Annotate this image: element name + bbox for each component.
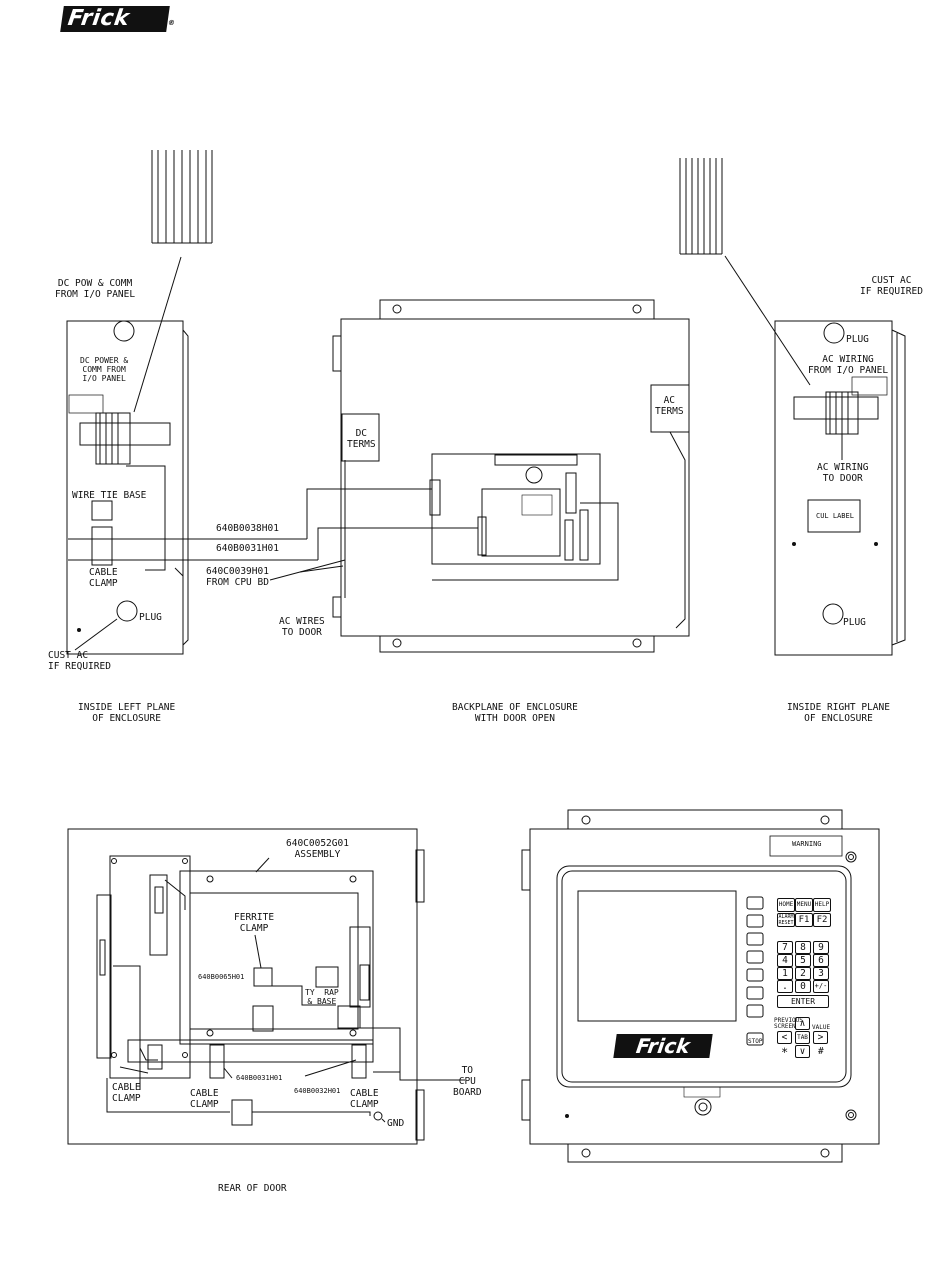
hash-key[interactable]: # [818,1046,824,1057]
lcd-screen [577,890,737,1022]
ac-wires-label: AC WIRES TO DOOR [279,616,325,638]
f1-key[interactable]: F1 [795,913,813,927]
dc-power-inner-label: DC POWER & COMM FROM I/O PANEL [80,356,129,383]
cable-clamp-label-1: CABLE CLAMP [112,1082,141,1104]
part-640b0038h01: 640B0038H01 [216,523,279,534]
wire-tie-base-label: WIRE TIE BASE [72,490,147,501]
right-plane-panel [774,320,893,656]
left-arrow-key[interactable]: < [777,1031,792,1044]
rear-door-panel [67,828,418,1145]
key-9[interactable]: 9 [813,941,829,954]
ac-wiring-to-label: AC WIRING TO DOOR [817,462,869,484]
warning-label-text: WARNING [792,840,822,848]
part-640b0031h01: 640B0031H01 [216,543,279,554]
key-4[interactable]: 4 [777,954,793,967]
home-key[interactable]: HOME [777,898,795,912]
cust-ac-label-left: CUST AC IF REQUIRED [48,650,111,672]
frick-logo-front: Frick [613,1034,713,1058]
caption-backplane: BACKPLANE OF ENCLOSURE WITH DOOR OPEN [452,702,578,724]
right-arrow-key[interactable]: > [813,1031,828,1044]
plug-label-left: PLUG [139,612,162,623]
to-cpu-board-label: TO CPU BOARD [453,1065,482,1098]
gnd-label: GND [387,1118,405,1129]
caption-right-plane: INSIDE RIGHT PLANE OF ENCLOSURE [787,702,890,724]
menu-key[interactable]: MENU [795,898,813,912]
display-assembly [179,870,374,1045]
ac-wiring-from-label: AC WIRING FROM I/O PANEL [808,354,889,376]
key-decimal[interactable]: . [777,980,793,993]
cul-label-text: CUL LABEL [816,512,854,520]
ferrite-clamp-label: FERRITE CLAMP [234,912,275,934]
dc-wire-bundle [151,150,213,244]
plug-hole-right-top [823,322,845,344]
plug-label-right-top: PLUG [846,334,869,345]
key-3[interactable]: 3 [813,967,829,980]
dc-pow-comm-label: DC POW & COMM FROM I/O PANEL [55,278,136,300]
key-1[interactable]: 1 [777,967,793,980]
key-plus-minus[interactable]: +/- [813,980,829,993]
ac-terms-label: AC TERMS [655,395,684,417]
alarm-reset-key[interactable]: ALARM RESET [777,913,795,927]
key-2[interactable]: 2 [795,967,811,980]
part-640b0031h01-door: 640B0031H01 [236,1074,283,1082]
key-5[interactable]: 5 [795,954,811,967]
plug-hole-left [116,600,138,622]
previous-screen-label: PREVIOUS SCREEN [774,1017,803,1030]
cable-clamp-label-2: CABLE CLAMP [190,1088,219,1110]
help-key[interactable]: HELP [813,898,831,912]
cul-label-box [807,499,861,533]
ac-wire-bundle [679,158,723,255]
cpu-board [431,453,601,565]
star-key[interactable]: ∗ [781,1043,789,1057]
dc-terms-block [341,413,380,462]
plug-hole-right-bottom [822,603,844,625]
warning-label [769,835,843,857]
part-640c0039h01: 640C0039H01 FROM CPU BD [206,566,269,588]
key-7[interactable]: 7 [777,941,793,954]
part-640b0065h01: 640B0065H01 [198,973,245,981]
dc-terms-label: DC TERMS [347,428,376,450]
plug-label-right-bottom: PLUG [843,617,866,628]
part-640b0032h01: 640B0032H01 [294,1087,341,1095]
enter-key[interactable]: ENTER [777,995,829,1008]
caption-rear-of-door: REAR OF DOOR [218,1183,287,1194]
cable-clamp-label-3: CABLE CLAMP [350,1088,379,1110]
f2-key[interactable]: F2 [813,913,831,927]
key-8[interactable]: 8 [795,941,811,954]
backplane-enclosure [340,318,690,637]
caption-left-plane: INSIDE LEFT PLANE OF ENCLOSURE [78,702,176,724]
tab-key[interactable]: TAB [795,1031,810,1044]
stop-key[interactable]: STOP [748,1038,763,1045]
assembly-label: 640C0052G01 ASSEMBLY [286,838,349,860]
key-6[interactable]: 6 [813,954,829,967]
ty-rap-label: TY RAP & BASE [305,988,339,1006]
up-arrow-key[interactable]: ∧ [795,1017,810,1030]
cust-ac-label-right: CUST AC IF REQUIRED [860,275,923,297]
down-arrow-key[interactable]: ∨ [795,1045,810,1058]
key-0[interactable]: 0 [795,980,811,993]
value-label: VALUE [812,1024,831,1031]
cable-clamp-label-left: CABLE CLAMP [89,567,118,589]
dc-entry-hole [113,320,135,342]
